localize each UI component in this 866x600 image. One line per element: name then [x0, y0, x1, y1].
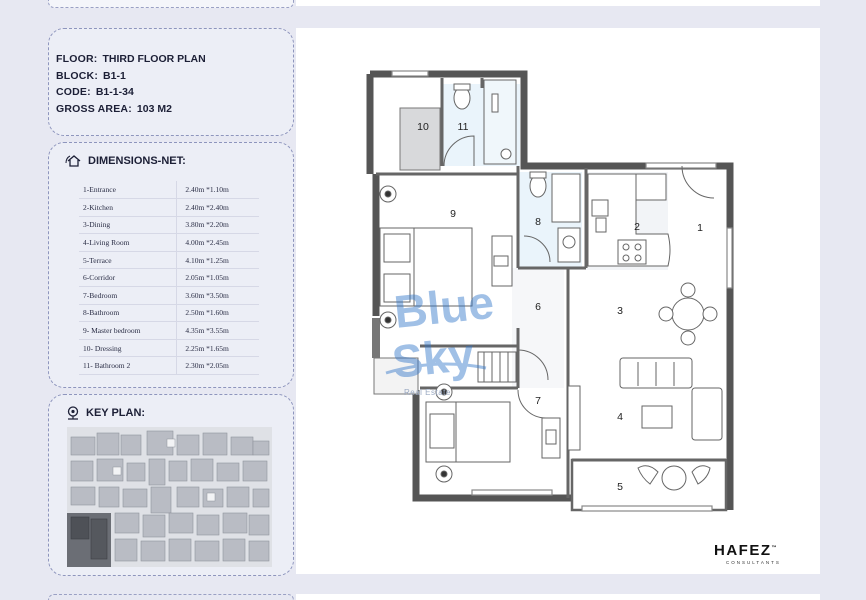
- gross-area-value: 103 M2: [136, 102, 172, 115]
- key-plan-header: KEY PLAN:: [65, 405, 145, 421]
- room-label-8: 8: [535, 216, 541, 228]
- code-value: B1-1-34: [95, 86, 134, 98]
- svg-text:Sky: Sky: [390, 328, 477, 388]
- code-label: CODE:: [56, 86, 91, 98]
- room-name: 11- Bathroom 2: [79, 356, 177, 376]
- home-icon: [65, 155, 81, 167]
- room-label-10: 10: [417, 121, 429, 133]
- room-size: 3.80m *2.20m: [176, 216, 259, 235]
- gross-area-row: GROSS AREA: 103 M2: [56, 101, 293, 118]
- room-name: 1-Entrance: [79, 181, 177, 200]
- room-size: 2.40m *2.40m: [176, 198, 259, 217]
- dining-set: [658, 282, 718, 346]
- room-size: 2.40m *1.10m: [176, 181, 259, 200]
- room-size: 3.60m *3.50m: [176, 286, 259, 305]
- room-label-11: 11: [458, 121, 469, 133]
- dimensions-header: DIMENSIONS-NET:: [65, 153, 186, 169]
- key-plan-title: KEY PLAN:: [86, 407, 146, 419]
- room-size: 2.50m *1.60m: [176, 304, 259, 323]
- room-label-1: 1: [697, 222, 703, 234]
- key-plan-card: KEY PLAN:: [48, 394, 294, 576]
- room-size: 4.35m *3.55m: [176, 321, 259, 340]
- block-value: B1-1: [103, 69, 126, 82]
- living-furniture: [567, 357, 723, 451]
- key-plan-image: [67, 427, 272, 567]
- room-name: 6-Corridor: [79, 268, 177, 288]
- previous-panel-edge: [296, 0, 820, 6]
- next-panel-edge: [296, 594, 820, 600]
- code-row: CODE: B1-1-34: [56, 84, 293, 101]
- floor-value: THIRD FLOOR PLAN: [102, 53, 206, 65]
- hafez-logo: HAFEZ™: [714, 542, 778, 559]
- room-name: 3-Dining: [79, 216, 177, 235]
- floor-row: FLOOR: THIRD FLOOR PLAN: [56, 51, 293, 68]
- previous-card-edge: [48, 0, 294, 8]
- kitchen-counter: [587, 173, 671, 267]
- dimensions-title: DIMENSIONS-NET:: [88, 155, 186, 167]
- room-size: 2.30m *2.05m: [176, 356, 259, 376]
- blue-sky-watermark: Blue Sky: [385, 276, 497, 388]
- room-label-6: 6: [535, 301, 541, 313]
- room-name: 9- Master bedroom: [79, 321, 177, 340]
- floor-label: FLOOR:: [56, 53, 98, 65]
- watermark-subtitle: Real Estate: [404, 388, 451, 397]
- room-name: 8-Bathroom: [79, 304, 177, 323]
- svg-text:Blue: Blue: [392, 276, 497, 338]
- room-name: 4-Living Room: [79, 233, 177, 252]
- room-name: 10- Dressing: [79, 339, 177, 358]
- hafez-subtitle: CONSULTANTS: [726, 560, 781, 565]
- room-label-2: 2: [634, 221, 640, 233]
- block-row: BLOCK: B1-1: [56, 68, 293, 85]
- floor-plan-panel: 1 2 3 4 5 6 7 8 9 10 11 Blue Sky: [296, 28, 820, 574]
- gross-area-label: GROSS AREA:: [56, 102, 132, 115]
- room-size: 4.10m *1.25m: [176, 251, 259, 270]
- unit-info-card: FLOOR:THIRD FLOOR PLAN BLOCK:B1-1 CODE:B…: [48, 28, 294, 136]
- room-label-9: 9: [450, 208, 456, 220]
- room-size: 2.05m *1.05m: [176, 268, 259, 288]
- bedroom-bed: [425, 383, 561, 483]
- room-size: 2.25m *1.65m: [176, 339, 259, 358]
- room-size: 4.00m *2.45m: [176, 233, 259, 252]
- room-label-3: 3: [617, 305, 623, 317]
- room-label-7: 7: [535, 395, 541, 407]
- room-name: 5-Terrace: [79, 251, 177, 270]
- room-name: 7-Bedroom: [79, 286, 177, 305]
- room-name: 2-Kitchen: [79, 198, 177, 217]
- next-card-edge: [48, 594, 294, 600]
- floor-plan-drawing: 1 2 3 4 5 6 7 8 9 10 11 Blue Sky: [366, 70, 734, 512]
- block-label: BLOCK:: [56, 69, 99, 82]
- location-pin-icon: [67, 406, 79, 420]
- master-bed: [379, 185, 513, 329]
- room-label-5: 5: [617, 481, 623, 493]
- room-label-4: 4: [617, 411, 623, 423]
